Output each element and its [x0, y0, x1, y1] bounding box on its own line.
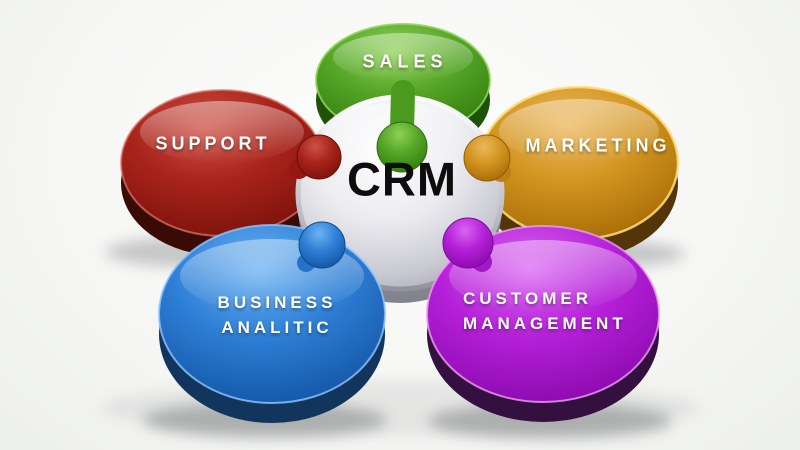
customer-management-label: CUSTOMER MANAGEMENT [463, 286, 627, 336]
marketing-piece [478, 85, 680, 259]
sales-label: SALES [362, 51, 448, 72]
support-puzzle-knob [289, 134, 342, 180]
business-analytic-piece [158, 221, 386, 423]
customer-management-label-line2: MANAGEMENT [463, 314, 627, 333]
marketing-puzzle-knob [463, 134, 511, 182]
sales-puzzle-knob [376, 80, 428, 173]
customer-management-piece [426, 217, 660, 422]
business-analytic-label-line1: BUSINESS [217, 293, 337, 312]
marketing-label: MARKETING [525, 135, 671, 156]
crm-center-label: CRM [346, 152, 458, 206]
support-label: SUPPORT [155, 133, 271, 154]
support-piece [120, 89, 324, 256]
customer-management-label-line1: CUSTOMER [463, 289, 592, 308]
business-analytic-label-line2: ANALITIC [221, 318, 333, 337]
business-analytic-label: BUSINESS ANALITIC [218, 290, 337, 340]
